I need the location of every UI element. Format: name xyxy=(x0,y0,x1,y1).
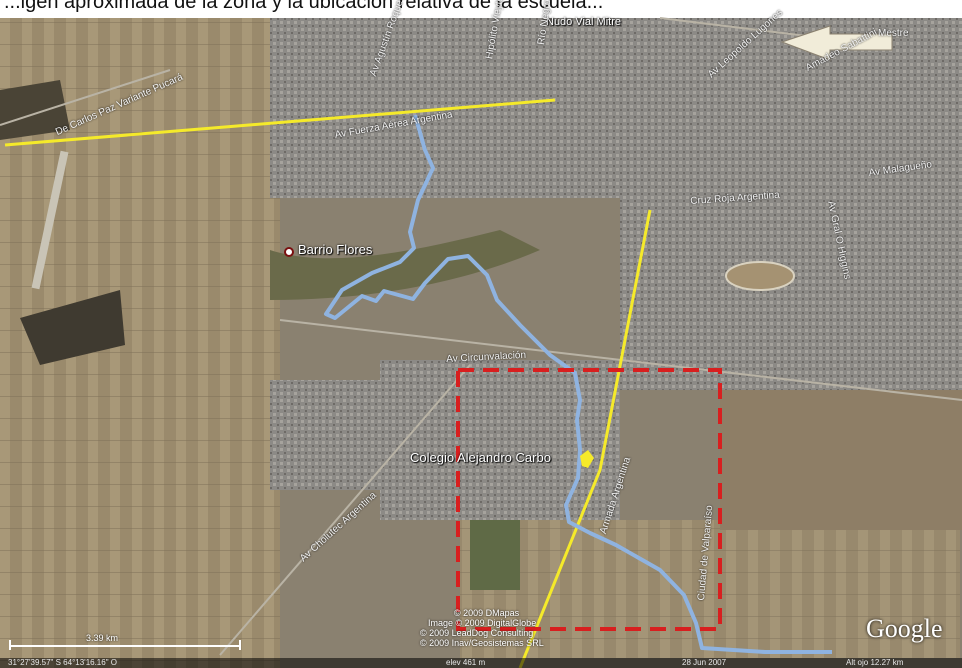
scale-label: 3.39 km xyxy=(86,633,119,643)
boundary-line-north xyxy=(4,98,556,147)
road-label-mestre: Mestre xyxy=(878,28,909,39)
status-bar xyxy=(0,658,962,668)
status-eye-altitude: Alt ojo 12.27 km xyxy=(846,658,904,667)
boundary-line-diagonal xyxy=(518,209,652,668)
stream-line xyxy=(324,114,832,654)
vegetation-strip xyxy=(270,230,540,300)
google-logo: Google xyxy=(866,614,943,643)
caption-text: ...igen aproximada de la zona y la ubica… xyxy=(4,0,604,13)
caption-band xyxy=(0,0,962,18)
dark-field xyxy=(20,290,125,365)
barrio-flores-placemark[interactable] xyxy=(284,247,294,257)
status-elevation: elev 461 m xyxy=(446,658,486,667)
urban-west xyxy=(270,380,390,490)
attribution: © 2009 DMapas Image © 2009 DigitalGlobe … xyxy=(420,608,544,648)
north-arrow-icon xyxy=(780,25,893,61)
attribution-line-1: © 2009 DMapas xyxy=(454,608,520,618)
racetrack xyxy=(725,261,795,291)
school-marker xyxy=(580,450,594,468)
colegio-label: Colegio Alejandro Carbo xyxy=(410,450,551,465)
attribution-line-2: Image © 2009 DigitalGlobe xyxy=(428,618,537,628)
study-area xyxy=(456,368,722,631)
urban-east xyxy=(620,190,962,390)
dark-field-2 xyxy=(0,80,70,140)
barrio-flores-label: Barrio Flores xyxy=(298,242,373,257)
attribution-line-3: © 2009 LeadDog Consulting xyxy=(420,628,534,638)
status-coords: 31°27'39.57" S 64°13'16.16" O xyxy=(8,658,117,667)
green-field xyxy=(470,520,520,590)
nudo-vial-label: Nudo Vial Mitre xyxy=(546,16,621,28)
status-date: 28 Jun 2007 xyxy=(682,658,727,667)
periurban-east xyxy=(720,390,962,530)
attribution-line-4: © 2009 Inav/Geosistemas SRL xyxy=(420,638,544,648)
runway xyxy=(31,150,69,290)
periurban-south xyxy=(460,520,960,658)
urban-center xyxy=(380,360,620,520)
